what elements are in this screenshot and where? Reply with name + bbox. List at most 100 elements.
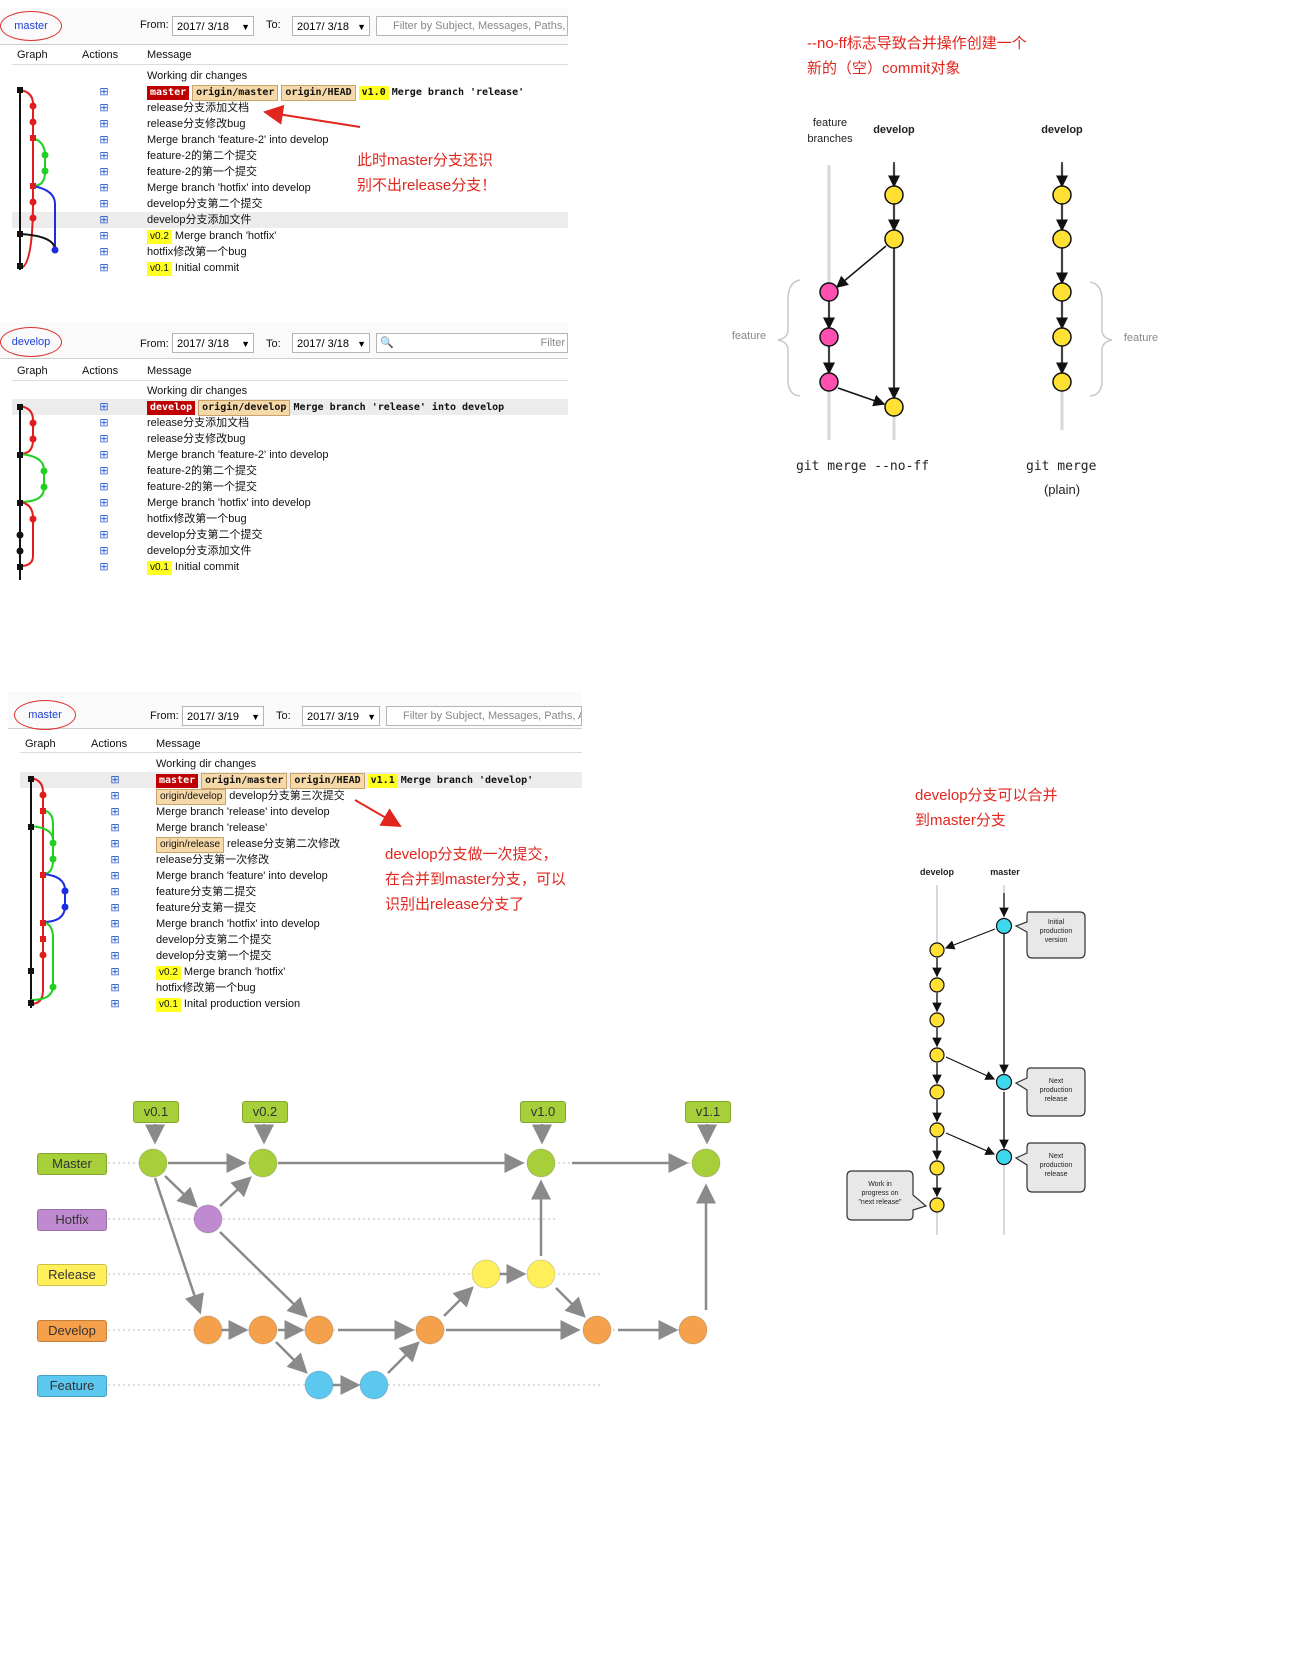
commit-row[interactable]: release分支第一次修改	[156, 852, 269, 868]
from-date-picker[interactable]: 2017/ 3/19▼	[182, 706, 264, 726]
commit-row[interactable]: hotfix修改第一个bug	[147, 511, 247, 527]
commit-row[interactable]: feature-2的第二个提交	[147, 148, 257, 164]
commit-row[interactable]: Merge branch 'release'	[156, 820, 267, 836]
commit-row[interactable]: feature-2的第二个提交	[147, 463, 257, 479]
commit-action-icon[interactable]: ⊞	[99, 230, 109, 242]
to-date-picker[interactable]: 2017/ 3/19▼	[302, 706, 380, 726]
commit-row[interactable]: Working dir changes	[147, 383, 247, 399]
commit-row[interactable]: feature分支第一提交	[156, 900, 256, 916]
commit-action-icon[interactable]: ⊞	[99, 561, 109, 573]
commit-row[interactable]: Merge branch 'feature-2' into develop	[147, 132, 329, 148]
commit-action-icon[interactable]: ⊞	[99, 449, 109, 461]
commit-action-icon[interactable]: ⊞	[110, 822, 120, 834]
commit-row[interactable]: hotfix修改第一个bug	[147, 244, 247, 260]
commit-row[interactable]: Merge branch 'hotfix' into develop	[147, 495, 311, 511]
commit-action-icon[interactable]: ⊞	[110, 902, 120, 914]
commit-row[interactable]: Merge branch 'feature' into develop	[156, 868, 328, 884]
commit-action-icon[interactable]: ⊞	[99, 497, 109, 509]
col-actions[interactable]: Actions	[91, 738, 128, 750]
commit-action-icon[interactable]: ⊞	[110, 806, 120, 818]
commit-row[interactable]: develop分支第二个提交	[156, 932, 272, 948]
commit-row[interactable]: Working dir changes	[147, 68, 247, 84]
commit-row[interactable]: feature-2的第一个提交	[147, 164, 257, 180]
commit-action-icon[interactable]: ⊞	[99, 545, 109, 557]
commit-row[interactable]: feature-2的第一个提交	[147, 479, 257, 495]
col-message[interactable]: Message	[156, 738, 201, 750]
from-date-picker[interactable]: 2017/ 3/18▼	[172, 16, 254, 36]
col-actions[interactable]: Actions	[82, 365, 119, 377]
commit-row[interactable]: develop分支添加文件	[147, 212, 252, 228]
commit-row[interactable]: Merge branch 'release' into develop	[156, 804, 330, 820]
col-message[interactable]: Message	[147, 49, 192, 61]
commit-row[interactable]: develop分支添加文件	[147, 543, 252, 559]
commit-row[interactable]: hotfix修改第一个bug	[156, 980, 256, 996]
commit-action-icon[interactable]: ⊞	[99, 417, 109, 429]
commit-row[interactable]: release分支修改bug	[147, 431, 245, 447]
commit-action-icon[interactable]: ⊞	[99, 102, 109, 114]
commit-row[interactable]: release分支添加文档	[147, 415, 249, 431]
commit-action-icon[interactable]: ⊞	[110, 918, 120, 930]
commit-row[interactable]: develop分支第二个提交	[147, 196, 263, 212]
to-date-picker[interactable]: 2017/ 3/18▼	[292, 16, 370, 36]
commit-row[interactable]: develop分支第二个提交	[147, 527, 263, 543]
commit-action-icon[interactable]: ⊞	[110, 838, 120, 850]
commit-row[interactable]: Merge branch 'hotfix' into develop	[147, 180, 311, 196]
commit-action-icon[interactable]: ⊞	[99, 182, 109, 194]
commit-action-icon[interactable]: ⊞	[99, 433, 109, 445]
col-graph[interactable]: Graph	[17, 365, 48, 377]
commit-row[interactable]: Working dir changes	[156, 756, 256, 772]
commit-action-icon[interactable]: ⊞	[99, 166, 109, 178]
commit-action-icon[interactable]: ⊞	[99, 246, 109, 258]
commit-action-icon[interactable]: ⊞	[110, 774, 120, 786]
commit-action-icon[interactable]: ⊞	[110, 982, 120, 994]
col-graph[interactable]: Graph	[25, 738, 56, 750]
col-graph[interactable]: Graph	[17, 49, 48, 61]
commit-row[interactable]: develop分支第一个提交	[156, 948, 272, 964]
col-actions[interactable]: Actions	[82, 49, 119, 61]
from-date-picker[interactable]: 2017/ 3/18▼	[172, 333, 254, 353]
commit-action-icon[interactable]: ⊞	[99, 118, 109, 130]
commit-action-icon[interactable]: ⊞	[99, 86, 109, 98]
commit-action-icon[interactable]: ⊞	[99, 262, 109, 274]
commit-action-icon[interactable]: ⊞	[99, 401, 109, 413]
commit-row[interactable]: Merge branch 'hotfix' into develop	[156, 916, 320, 932]
commit-action-icon[interactable]: ⊞	[99, 134, 109, 146]
commit-action-icon[interactable]: ⊞	[99, 513, 109, 525]
branch-selector[interactable]: master	[14, 700, 76, 730]
filter-input[interactable]: Filter by Subject, Messages, Paths, Au	[376, 16, 568, 36]
commit-action-icon[interactable]: ⊞	[110, 934, 120, 946]
commit-action-icon[interactable]: ⊞	[110, 886, 120, 898]
col-message[interactable]: Message	[147, 365, 192, 377]
commit-action-icon[interactable]: ⊞	[110, 854, 120, 866]
commit-action-icon[interactable]: ⊞	[110, 870, 120, 882]
filter-input[interactable]: Filter by Subject, Messages, Paths, Aut	[386, 706, 582, 726]
commit-action-icon[interactable]: ⊞	[110, 790, 120, 802]
commit-row[interactable]: release分支添加文档	[147, 100, 249, 116]
commit-row[interactable]: Merge branch 'feature-2' into develop	[147, 447, 329, 463]
commit-row[interactable]: release分支修改bug	[147, 116, 245, 132]
commit-row[interactable]: feature分支第二提交	[156, 884, 256, 900]
commit-action-icon[interactable]: ⊞	[99, 150, 109, 162]
commit-action-icon[interactable]: ⊞	[110, 950, 120, 962]
branch-selector[interactable]: master	[0, 11, 62, 41]
to-date-picker[interactable]: 2017/ 3/18▼	[292, 333, 370, 353]
commit-action-icon[interactable]: ⊞	[110, 966, 120, 978]
commit-action-icon[interactable]: ⊞	[99, 214, 109, 226]
commit-action-icon[interactable]: ⊞	[99, 198, 109, 210]
commit-action-icon[interactable]: ⊞	[99, 481, 109, 493]
filter-input[interactable]: 🔍Filter	[376, 333, 568, 353]
commit-action-icon[interactable]: ⊞	[110, 998, 120, 1010]
commit-action-icon[interactable]: ⊞	[99, 529, 109, 541]
branch-selector[interactable]: develop	[0, 327, 62, 357]
commit-action-icon[interactable]: ⊞	[99, 465, 109, 477]
